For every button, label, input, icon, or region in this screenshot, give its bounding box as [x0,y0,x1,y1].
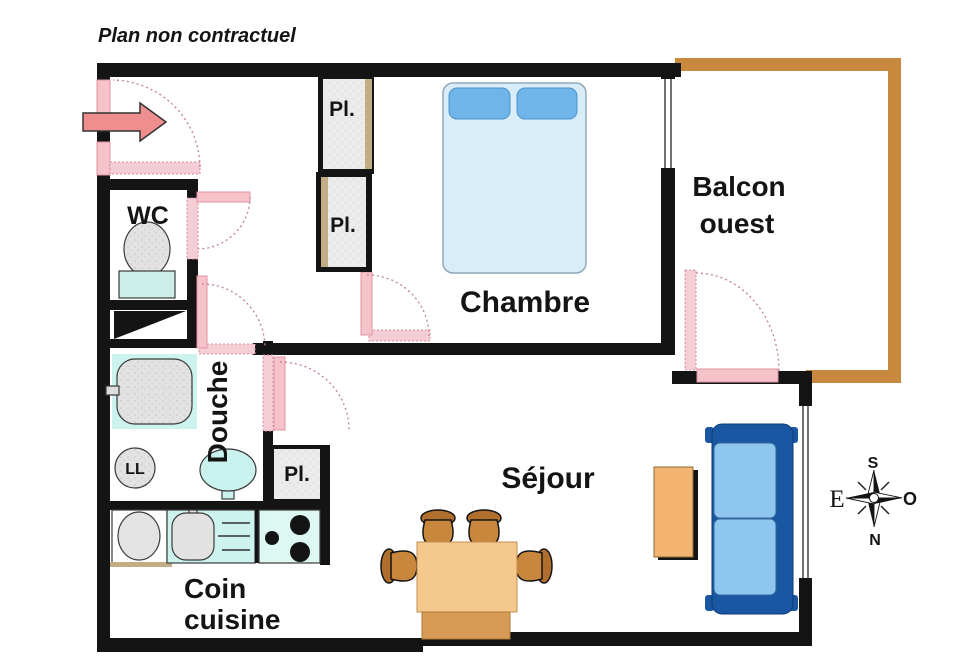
shower-room-label: Douche [202,361,233,464]
living-room-door [262,354,350,432]
fridge [110,509,172,567]
dining-chair [515,548,553,584]
wc-room [114,221,186,339]
dining-chair [380,548,418,584]
closet-3-label: Pl. [284,463,310,486]
wc-label: WC [127,202,169,230]
closet-2-label: Pl. [330,214,356,237]
dining-table [416,541,518,640]
dining-chair [420,509,456,547]
balcony-label-line1: Balcon [692,171,785,202]
cooktop [258,509,321,564]
plan-title: Plan non contractuel [98,25,296,47]
bedroom-door [360,271,431,342]
shower-room-door [196,275,266,355]
dining-chair [466,509,502,547]
toilet [118,270,176,299]
washbasin [199,448,257,500]
shower [105,354,197,429]
kitchen-sink [166,509,256,564]
living-room-label: Séjour [501,462,595,495]
compass-north-label: N [869,532,881,549]
washing-machine [114,447,156,489]
entrance-arrow-icon [82,101,168,143]
bed [442,82,587,274]
bedroom-window [661,79,675,168]
balcony-railing [675,58,901,383]
sofa [705,423,798,615]
compass-south-label: S [868,455,879,472]
closet-1 [318,74,374,174]
kitchen-label-line1: Coin [184,573,246,604]
wc-door [186,191,251,260]
living-room-window [799,406,812,578]
compass-rose-icon [845,469,903,528]
duct-triangle [114,311,186,339]
balcony-door [684,269,780,383]
balcony-label-line2: ouest [700,208,775,239]
compass-west-label: O [903,489,917,509]
kitchen [110,509,321,567]
compass-east-label: E [829,486,844,513]
closet-3 [270,445,324,503]
side-table [653,466,698,560]
washing-machine-label: LL [125,461,145,478]
closet-2 [316,172,372,272]
closet-1-label: Pl. [329,98,355,121]
bedroom-label: Chambre [460,286,590,319]
kitchen-label-line2: cuisine [184,604,280,635]
